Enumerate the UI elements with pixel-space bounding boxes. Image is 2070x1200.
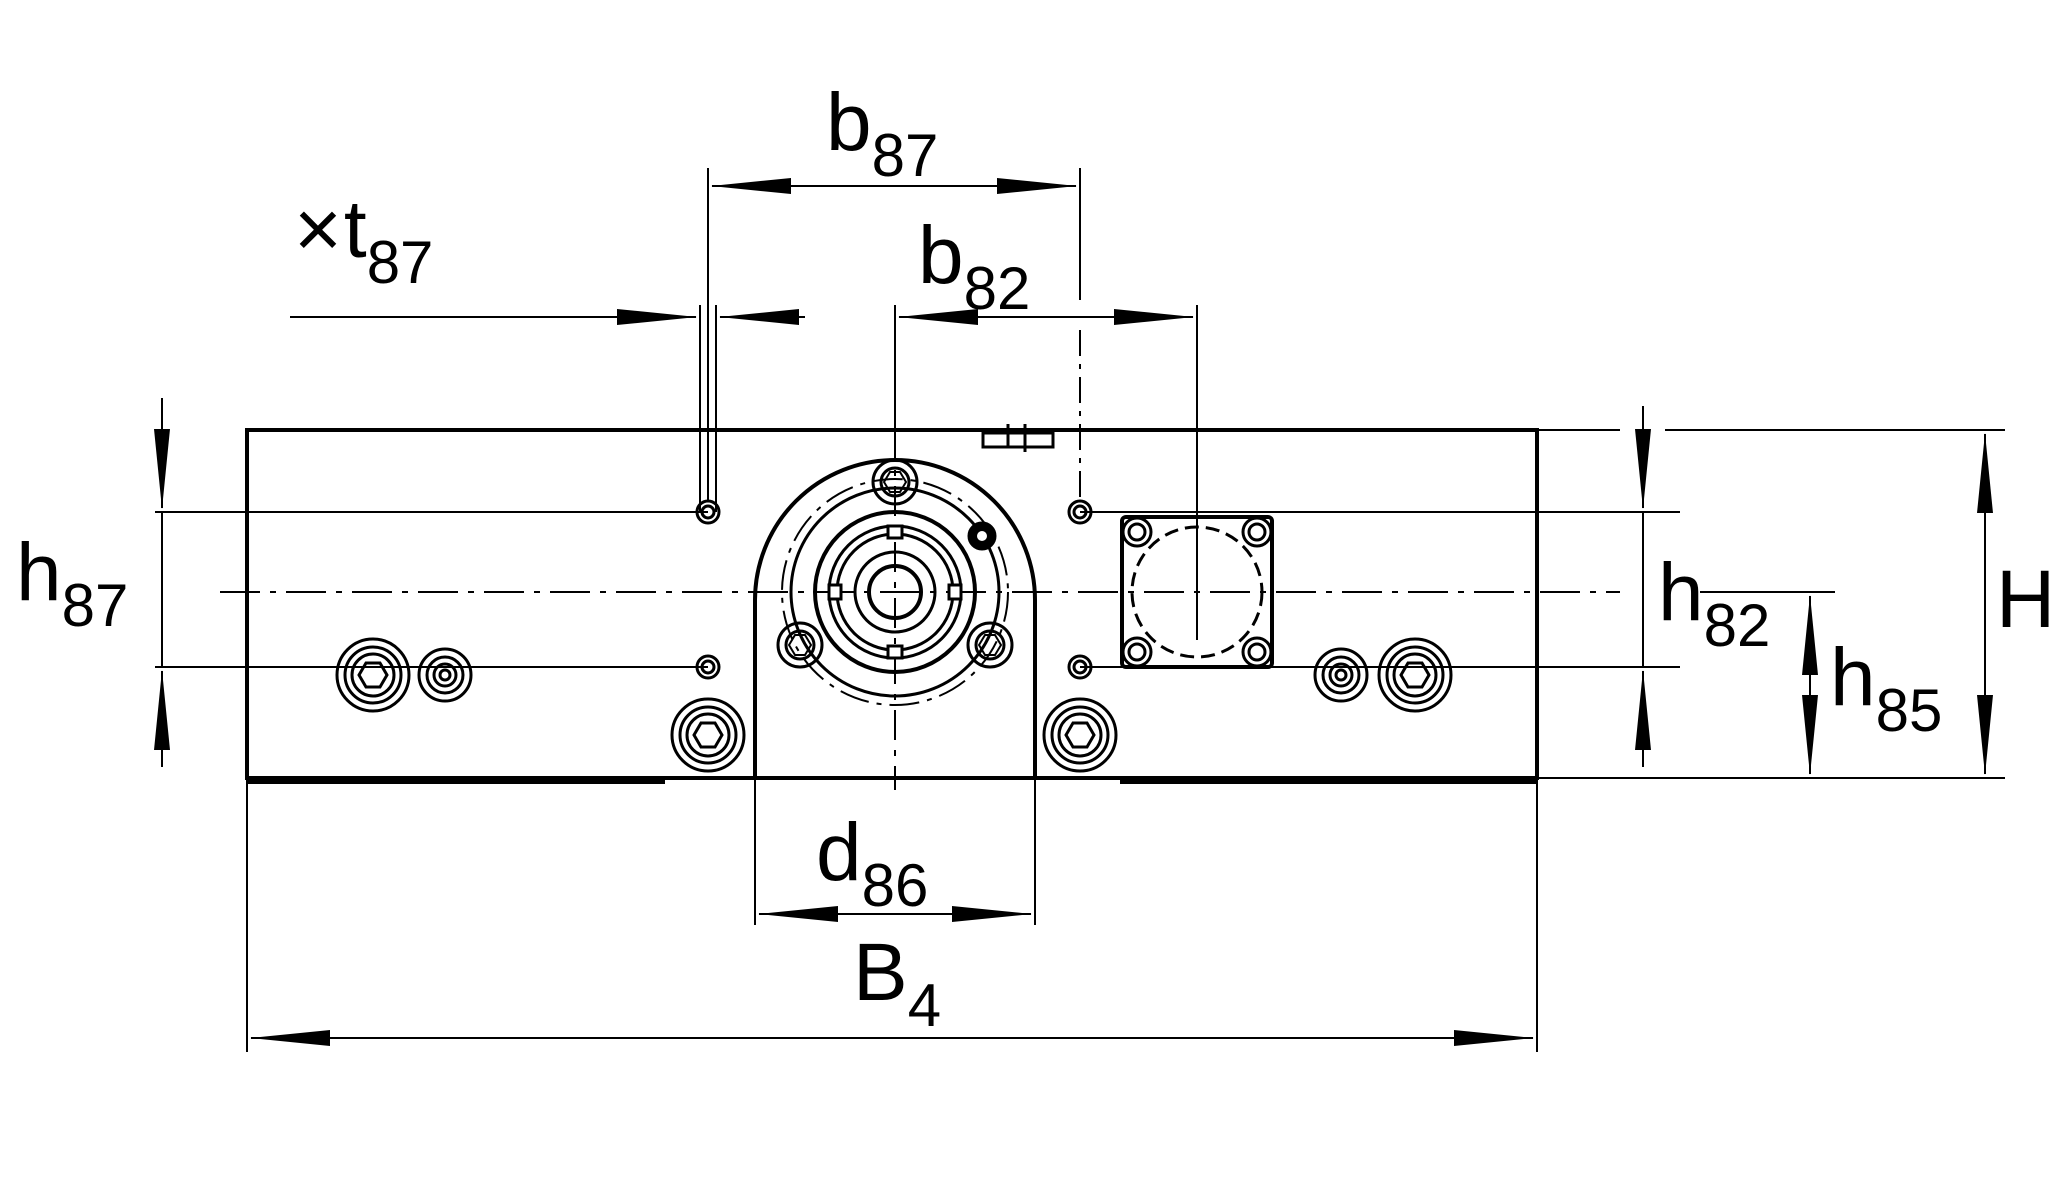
svg-text:h87: h87	[16, 527, 128, 639]
screw-left-large	[335, 637, 411, 713]
screw-right-large	[1377, 637, 1453, 713]
top-plug	[981, 424, 1055, 452]
label-times: ×	[294, 184, 342, 275]
keyway-bottom	[886, 644, 904, 660]
flange-bolts	[776, 458, 1014, 669]
screws	[335, 637, 1453, 773]
label-b87-main: b	[826, 77, 872, 168]
label-d86-sub: 86	[862, 852, 929, 919]
screw-bottom-left	[670, 697, 746, 773]
flange-bolt-right	[966, 621, 1014, 669]
label-B4-sub: 4	[908, 972, 941, 1039]
label-H-main: H	[1996, 554, 2055, 645]
svg-text:b87: b87	[826, 77, 938, 189]
flange-bolt-left	[776, 621, 824, 669]
svg-text:d86: d86	[816, 807, 928, 919]
label-b82-sub: 82	[964, 255, 1031, 322]
dimension-lines	[154, 178, 1993, 1046]
label-h85-sub: 85	[1876, 677, 1943, 744]
label-b87-sub: 87	[872, 122, 939, 189]
label-B4: B4	[853, 927, 941, 1039]
label-h82-sub: 82	[1704, 592, 1771, 659]
label-h85-main: h	[1830, 632, 1876, 723]
label-h82: h82	[1658, 547, 1770, 659]
svg-text:b82: b82	[918, 210, 1030, 322]
label-h85: h85	[1830, 632, 1942, 744]
flange-bolt-circle	[781, 478, 1009, 706]
flange-bolt-top	[871, 458, 919, 506]
svg-text:h85: h85	[1830, 632, 1942, 744]
label-h82-main: h	[1658, 547, 1704, 638]
svg-text:h82: h82	[1658, 547, 1770, 659]
label-h87-main: h	[16, 527, 62, 618]
label-B4-main: B	[853, 927, 908, 1018]
housing-outline	[245, 428, 1539, 780]
label-d86: d86	[816, 807, 928, 919]
screw-left-small	[417, 647, 473, 703]
label-H: H	[1996, 554, 2055, 645]
svg-text:×t87: ×t87	[294, 184, 433, 296]
screw-bottom-right	[1042, 697, 1118, 773]
label-b82-main: b	[918, 210, 964, 301]
label-d86-main: d	[816, 807, 862, 898]
label-b87: b87	[826, 77, 938, 189]
bore-outer	[813, 510, 977, 674]
svg-text:B4: B4	[853, 927, 941, 1039]
keyway-top	[886, 524, 904, 540]
label-h87-sub: 87	[62, 572, 129, 639]
housing-body	[245, 428, 1539, 784]
label-t87-sub: 87	[367, 229, 434, 296]
label-t87-main: t	[344, 184, 367, 275]
label-b82: b82	[918, 210, 1030, 322]
small-holes	[695, 499, 1093, 680]
screw-right-small	[1313, 647, 1369, 703]
label-h87: h87	[16, 527, 128, 639]
label-g87-t87: ×t87	[294, 184, 433, 296]
keyway-right	[947, 583, 963, 601]
keyway-left	[827, 583, 843, 601]
flange-pin	[967, 521, 997, 551]
bore-inner-ring	[853, 550, 937, 634]
flange-ring	[789, 486, 1001, 698]
extension-lines	[155, 168, 2005, 1052]
bore-center	[867, 564, 923, 620]
